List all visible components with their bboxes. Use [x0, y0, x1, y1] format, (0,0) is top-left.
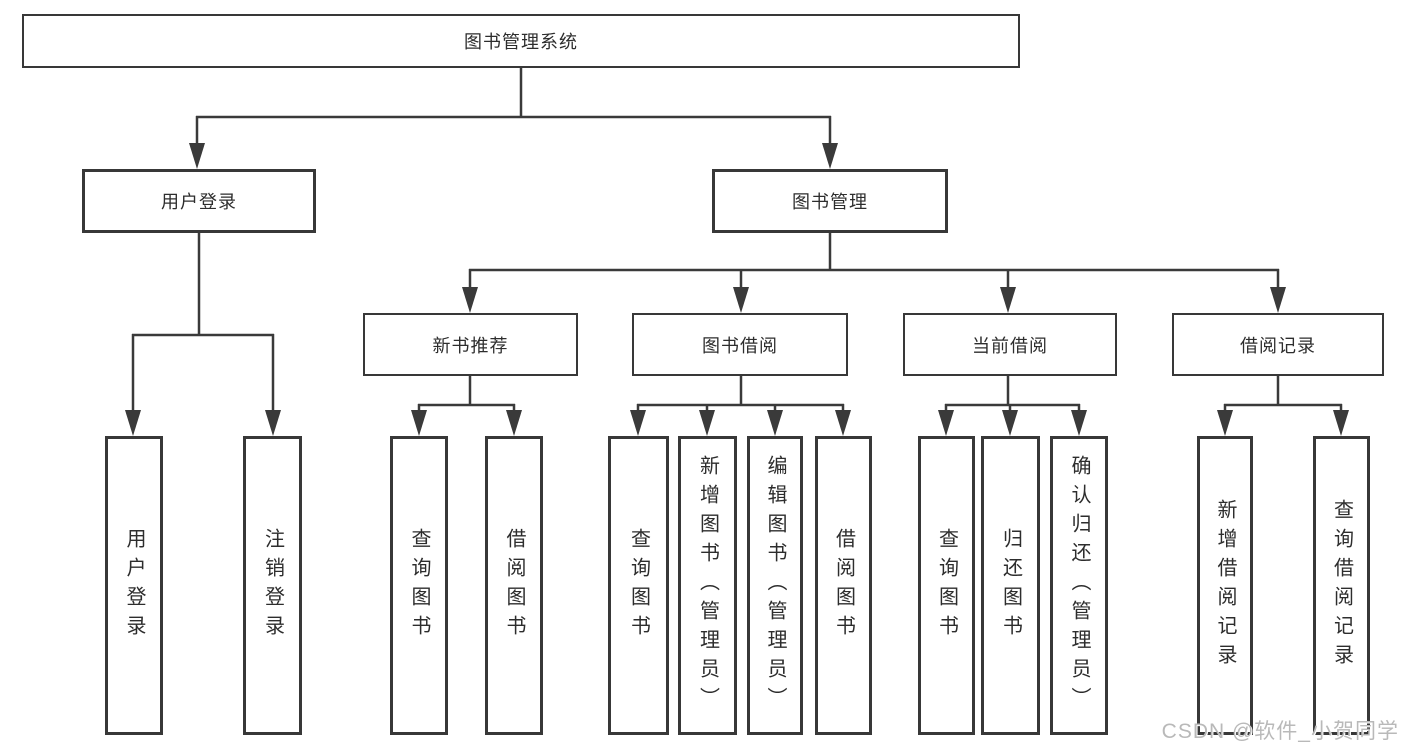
connector-new-book-rec-children [411, 376, 522, 436]
leaf-br-add-record: 新增借阅记录 [1197, 436, 1253, 735]
leaf-cb-confirm-return-admin: 确认归还（管理员） [1050, 436, 1108, 735]
leaf-cb-return-books: 归还图书 [981, 436, 1040, 735]
leaf-br-query-record: 查询借阅记录 [1313, 436, 1370, 735]
leaf-bb-edit-books-admin: 编辑图书（管理员） [747, 436, 803, 735]
csdn-watermark: CSDN @软件_小贺同学 [1161, 720, 1399, 743]
connector-book-mgmt-children [462, 233, 1286, 313]
leaf-user-login: 用户登录 [105, 436, 163, 735]
connector-root-to-level1 [189, 68, 838, 169]
leaf-logout: 注销登录 [243, 436, 302, 735]
leaf-cb-query-books: 查询图书 [918, 436, 975, 735]
leaf-nbr-borrow-books: 借阅图书 [485, 436, 543, 735]
node-current-borrow: 当前借阅 [903, 313, 1117, 376]
node-root: 图书管理系统 [22, 14, 1020, 68]
connector-book-borrow-children [630, 376, 851, 436]
leaf-bb-query-books: 查询图书 [608, 436, 669, 735]
node-new-book-rec: 新书推荐 [363, 313, 578, 376]
leaf-bb-borrow-books: 借阅图书 [815, 436, 872, 735]
node-borrow-records: 借阅记录 [1172, 313, 1384, 376]
connector-current-borrow-children [938, 376, 1087, 436]
node-user-login-group: 用户登录 [82, 169, 316, 233]
node-book-borrow: 图书借阅 [632, 313, 848, 376]
leaf-nbr-query-books: 查询图书 [390, 436, 448, 735]
connector-user-login-children [125, 233, 281, 436]
connector-borrow-records-children [1217, 376, 1349, 436]
leaf-bb-add-books-admin: 新增图书（管理员） [678, 436, 737, 735]
node-book-mgmt-group: 图书管理 [712, 169, 948, 233]
